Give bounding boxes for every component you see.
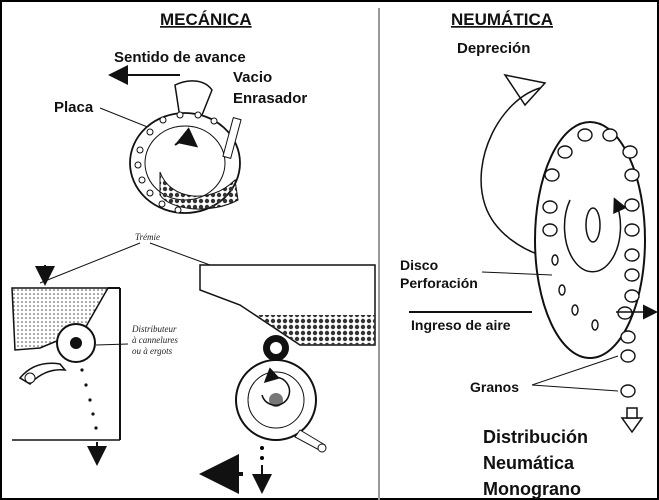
distributor-label-3: ou à ergots xyxy=(132,346,173,356)
grains-label: Granos xyxy=(470,379,519,395)
suction-housing xyxy=(481,88,540,255)
mechanical-title: MECÁNICA xyxy=(160,10,252,29)
depression-arrow xyxy=(505,75,545,105)
pneumatic-title: NEUMÁTICA xyxy=(451,10,553,29)
grains-leader-lower xyxy=(532,385,618,391)
pneumatic-panel: NEUMÁTICA Depreción Disco Perforación xyxy=(400,10,655,499)
fluted-feeder: Distributeur à cannelures ou à ergots xyxy=(12,265,178,462)
hopper-leader-right xyxy=(150,243,210,265)
caption-line-2: Neumática xyxy=(483,453,575,473)
caption-line-3: Monograno xyxy=(483,479,581,499)
hopper-leader-left xyxy=(40,243,140,283)
plate-leader xyxy=(100,108,150,128)
air-inlet-label: Ingreso de aire xyxy=(411,317,511,333)
grains-leader-upper xyxy=(532,356,618,385)
distributor-label-1: Distributeur xyxy=(131,324,177,334)
depression-label: Depreción xyxy=(457,40,530,57)
disk-label-1: Disco xyxy=(400,257,438,273)
down-arrow-hollow xyxy=(622,418,642,432)
distributor-label-2: à cannelures xyxy=(132,335,178,345)
leveler-label: Enrasador xyxy=(233,90,307,107)
falling-grains xyxy=(621,331,635,397)
disk-hub xyxy=(586,208,600,242)
plate-label: Placa xyxy=(54,99,94,116)
mechanical-panel: MECÁNICA Sentido de avance Vacio Enrasad… xyxy=(12,10,375,490)
perforated-disk xyxy=(535,122,645,358)
seed-plate-mechanism xyxy=(130,81,241,213)
direction-label: Sentido de avance xyxy=(114,49,246,66)
cog-feeder xyxy=(200,265,375,490)
caption-line-1: Distribución xyxy=(483,427,588,447)
disk-label-2: Perforación xyxy=(400,275,478,291)
hopper-label: Trémie xyxy=(135,232,160,242)
vacuum-label: Vacio xyxy=(233,69,272,86)
